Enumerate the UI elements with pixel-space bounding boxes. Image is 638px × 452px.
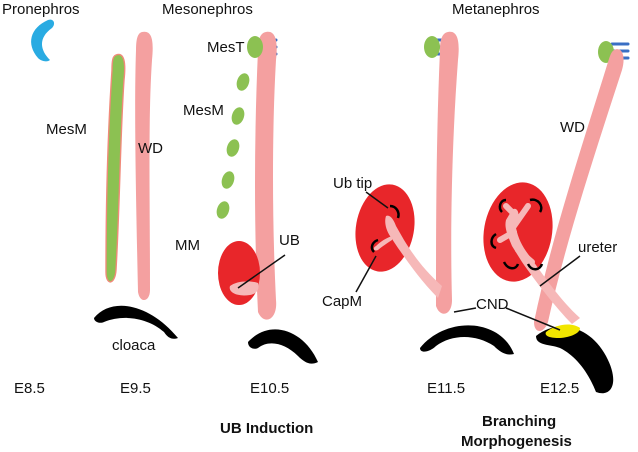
cnd-leader-line-2 [505,307,561,331]
ubtip-leader-line [365,191,389,209]
stage-e115: E11.5 [427,380,466,397]
wolffian-duct-e95 [135,31,153,301]
wolffian-duct-e125 [534,49,624,332]
header-pronephros: Pronephros [2,1,80,18]
ub-tip-branch [373,236,392,251]
label-mesm-e95: MesM [46,121,87,138]
cloaca-e125 [536,326,614,394]
label-ub: UB [279,232,300,249]
process-branching-line2: Morphogenesis [461,433,572,450]
capm-leader-line [355,255,377,293]
cloaca-e115 [420,325,514,355]
ureteric-branches-e125 [497,203,535,265]
ureter-leader-line [539,255,581,287]
ub-leader-line [237,254,286,289]
stage-e85: E8.5 [14,380,45,397]
metanephric-mesenchyme-e105 [218,241,260,305]
cap-mesenchyme-e115 [370,204,400,253]
label-mest: MesT [207,39,245,56]
ureteric-tree-e125 [505,208,580,324]
mesonephric-mesenchyme-e95 [105,53,126,283]
wolffian-duct-e105 [255,31,277,320]
wolffian-duct-e115 [436,31,459,314]
process-branching-line1: Branching [482,413,557,430]
cloaca-e105 [248,329,318,364]
mesonephric-tubule-green [247,36,263,58]
label-mesm-e105: MesM [183,102,224,119]
cap-mesenchyme-e125 [490,198,544,271]
ureteric-bud-e115 [385,215,442,298]
label-wd-e125: WD [560,119,585,136]
header-mesonephros: Mesonephros [162,1,253,18]
stage-e95: E9.5 [120,380,151,397]
cloaca-e95 [94,305,178,339]
label-capm: CapM [322,293,363,310]
ureteric-bud-e105 [229,281,259,296]
label-mm: MM [175,237,200,254]
label-ub-tip: Ub tip [333,175,373,192]
label-ureter: ureter [578,239,618,256]
mesonephric-tubule-e115 [424,36,440,58]
header-metanephros: Metanephros [452,1,540,18]
label-wd-e95: WD [138,140,163,157]
mesonephric-mesenchyme-e105 [216,73,250,219]
pronephros-shape [31,19,55,62]
process-ub-induction: UB Induction [220,420,314,437]
cnd-leader-line-1 [453,307,477,313]
label-cnd: CND [476,296,509,313]
label-cloaca: cloaca [112,337,156,354]
stage-e105: E10.5 [250,380,290,397]
stage-e125: E12.5 [540,380,580,397]
